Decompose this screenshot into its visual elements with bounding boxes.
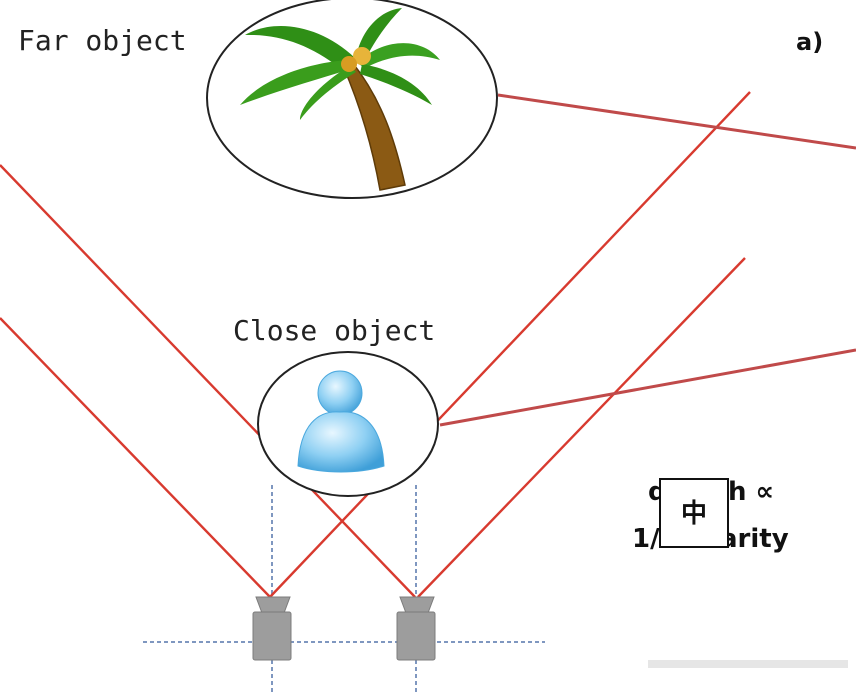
left-camera xyxy=(252,596,292,661)
far-object xyxy=(206,0,498,199)
panel-label: a) xyxy=(796,28,823,56)
ime-indicator-icon[interactable]: 中 xyxy=(659,478,729,548)
ray-right-camera-right xyxy=(417,257,746,598)
ray-left-camera-left xyxy=(0,317,271,598)
formula-top-right: h ∝ xyxy=(728,477,774,507)
person-icon xyxy=(297,370,385,473)
right-camera xyxy=(396,596,436,661)
close-object xyxy=(257,351,439,497)
palm-tree-icon xyxy=(240,8,440,191)
ray-left-camera-right-upper xyxy=(0,164,416,598)
far-object-label: Far object xyxy=(18,24,187,57)
faint-artifact xyxy=(648,660,848,668)
object-lines xyxy=(439,93,856,427)
ime-glyph: 中 xyxy=(681,499,707,529)
close-object-label: Close object xyxy=(233,314,435,347)
ray-left-camera-right xyxy=(269,91,751,598)
camera-grid xyxy=(143,485,545,694)
formula-bottom-left: 1/ xyxy=(632,524,660,554)
camera-icon xyxy=(252,596,292,661)
far-object-pointer-line xyxy=(497,93,856,150)
camera-icon xyxy=(396,596,436,661)
close-object-pointer-line xyxy=(439,348,856,427)
formula-bottom-right: arity xyxy=(720,524,789,554)
ray-lines xyxy=(0,91,751,598)
